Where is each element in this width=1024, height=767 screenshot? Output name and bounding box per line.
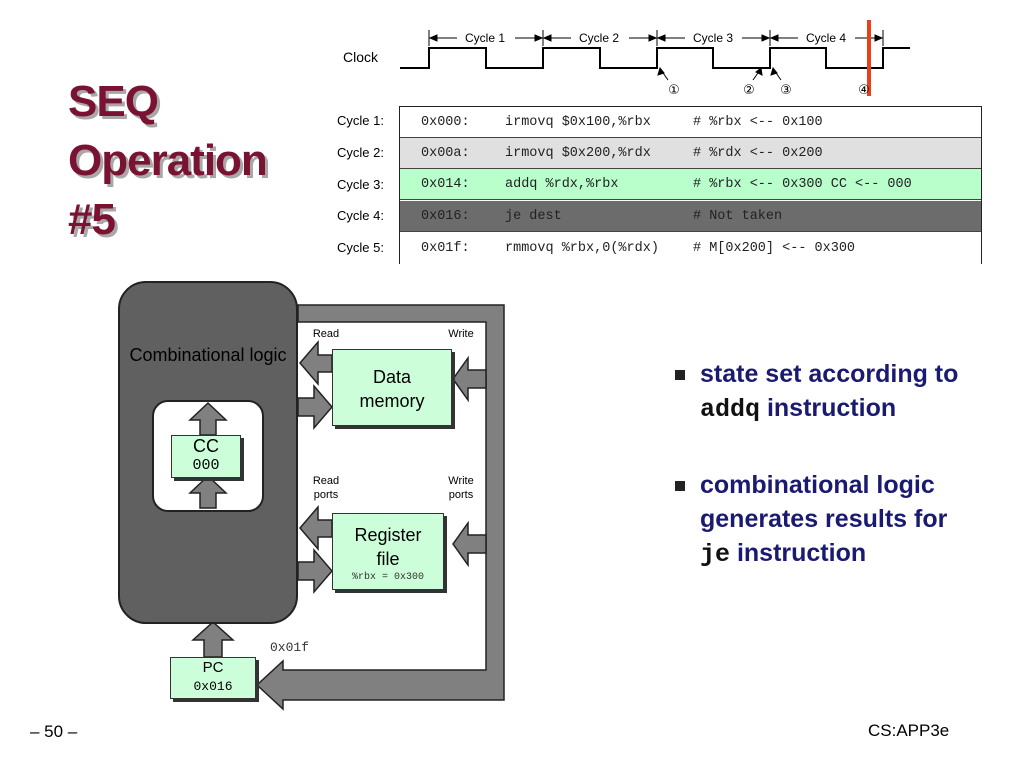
reg-read-label: Read ports bbox=[312, 475, 340, 501]
marker-2: ② bbox=[743, 82, 755, 97]
current-time-marker bbox=[867, 20, 871, 96]
pc-up-arrow bbox=[191, 620, 235, 658]
instr-address: 0x014: bbox=[421, 177, 470, 192]
cc-up-arrow-top bbox=[188, 401, 228, 436]
marker-1: ① bbox=[668, 82, 680, 97]
bullet-1-code: addq bbox=[700, 395, 761, 424]
clock-timing-diagram bbox=[400, 20, 910, 96]
pc-register: PC 0x016 bbox=[170, 657, 256, 699]
instr-address: 0x01f: bbox=[421, 241, 470, 256]
register-file-value: %rbx = 0x300 bbox=[351, 572, 424, 583]
bullet-2-text: combinational logic generates results fo… bbox=[700, 471, 948, 533]
register-file-block: Register file %rbx = 0x300 bbox=[332, 513, 444, 590]
title-line-1: SEQ bbox=[68, 77, 159, 126]
bullet-1: state set according to addq instruction bbox=[700, 357, 990, 427]
instruction-row: 0x01f: rmmovq %rbx,0(%rdx) # M[0x200] <-… bbox=[400, 233, 981, 264]
instruction-row: 0x014: addq %rdx,%rbx # %rbx <-- 0x300 C… bbox=[400, 169, 981, 200]
cc-register: CC 000 bbox=[171, 435, 241, 478]
mem-write-label: Write bbox=[448, 328, 474, 340]
reg-write-label: Write ports bbox=[448, 475, 474, 501]
cycle-row-label-1: Cycle 1: bbox=[337, 113, 384, 128]
instr-address: 0x00a: bbox=[421, 146, 470, 161]
instruction-row: 0x000: irmovq $0x100,%rbx # %rbx <-- 0x1… bbox=[400, 107, 981, 138]
clock-label: Clock bbox=[343, 49, 379, 65]
cycle-label-1: Cycle 1 bbox=[464, 31, 505, 45]
instr-text: rmmovq %rbx,0(%rdx) bbox=[505, 241, 659, 256]
feedback-bus bbox=[255, 304, 505, 711]
reg-addr-in-arrow bbox=[297, 547, 333, 595]
mem-write-arrow bbox=[452, 355, 487, 403]
register-file-label: Register file bbox=[354, 525, 422, 569]
bullet-2-text-end: instruction bbox=[730, 539, 867, 567]
cc-value: 000 bbox=[192, 457, 220, 474]
cycle-label-2: Cycle 2 bbox=[578, 31, 619, 45]
reg-write-arrow bbox=[452, 520, 487, 568]
data-memory-label: Data memory bbox=[359, 367, 425, 411]
instr-comment: # Not taken bbox=[693, 209, 783, 224]
instruction-table: 0x000: irmovq $0x100,%rbx # %rbx <-- 0x1… bbox=[399, 106, 982, 264]
bullet-1-text: state set according to bbox=[700, 360, 959, 388]
instr-text: je dest bbox=[505, 209, 562, 224]
pc-label: PC bbox=[202, 659, 224, 676]
bullet-2-code: je bbox=[700, 540, 731, 569]
instr-text: addq %rdx,%rbx bbox=[505, 177, 619, 192]
marker-4: ④ bbox=[858, 82, 870, 97]
instr-text: irmovq $0x100,%rbx bbox=[505, 115, 651, 130]
instr-address: 0x000: bbox=[421, 115, 470, 130]
mem-read-label: Read bbox=[312, 328, 340, 340]
page-number: – 50 – bbox=[30, 722, 78, 741]
instr-comment: # M[0x200] <-- 0x300 bbox=[693, 241, 856, 256]
instr-comment: # %rbx <-- 0x300 CC <-- 000 bbox=[693, 177, 912, 192]
bullet-1-text-end: instruction bbox=[760, 394, 897, 422]
combinational-logic-label: Combinational logic bbox=[129, 345, 287, 365]
course-label: CS:APP3e bbox=[868, 721, 950, 740]
instr-address: 0x016: bbox=[421, 209, 470, 224]
cycle-row-label-2: Cycle 2: bbox=[337, 145, 384, 160]
cycle-label-4: Cycle 4 bbox=[805, 31, 846, 45]
cc-label: CC bbox=[193, 436, 219, 456]
clock-waveform bbox=[400, 47, 910, 69]
cycle-row-label-5: Cycle 5: bbox=[337, 240, 384, 255]
cycle-row-label-3: Cycle 3: bbox=[337, 177, 384, 192]
instr-text: irmovq $0x200,%rdx bbox=[505, 146, 651, 161]
mem-read-out-arrow bbox=[299, 339, 333, 387]
bullet-2: combinational logic generates results fo… bbox=[700, 468, 950, 572]
instr-comment: # %rbx <-- 0x100 bbox=[693, 115, 823, 130]
marker-3: ③ bbox=[780, 82, 792, 97]
title-line-2: Operation bbox=[68, 136, 268, 185]
title-line-3: #5 bbox=[68, 195, 116, 244]
cycle-label-3: Cycle 3 bbox=[692, 31, 733, 45]
cc-up-arrow-bottom bbox=[188, 474, 228, 509]
bullet-marker-2 bbox=[675, 481, 685, 491]
mem-addr-in-arrow bbox=[297, 383, 333, 431]
bullet-marker-1 bbox=[675, 370, 685, 380]
pc-value: 0x016 bbox=[193, 679, 233, 694]
cycle-row-label-4: Cycle 4: bbox=[337, 208, 384, 223]
next-pc-value: 0x01f bbox=[270, 640, 310, 655]
data-memory-block: Data memory bbox=[332, 349, 452, 426]
instruction-row: 0x00a: irmovq $0x200,%rdx # %rdx <-- 0x2… bbox=[400, 138, 981, 169]
instruction-row: 0x016: je dest # Not taken bbox=[400, 201, 981, 232]
instr-comment: # %rdx <-- 0x200 bbox=[693, 146, 823, 161]
reg-read-out-arrow bbox=[299, 504, 333, 552]
